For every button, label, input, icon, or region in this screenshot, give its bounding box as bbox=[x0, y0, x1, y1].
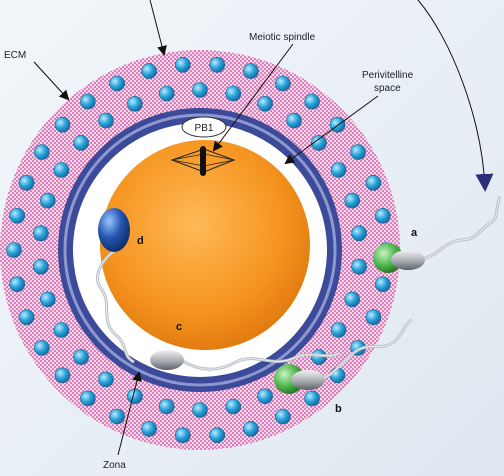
perivitelline-pointer bbox=[284, 95, 379, 165]
ecm-bead bbox=[374, 208, 391, 224]
sperm-a-head bbox=[391, 250, 425, 270]
ecm-bead bbox=[286, 112, 302, 129]
ecm-bead bbox=[54, 116, 71, 133]
ecm-bead bbox=[127, 96, 143, 112]
ecm-bead bbox=[98, 371, 114, 388]
ecm-bead bbox=[73, 135, 89, 151]
ecm-pointer bbox=[33, 61, 70, 101]
meiotic-spindle bbox=[170, 146, 236, 176]
ecm-bead bbox=[9, 276, 26, 293]
ecm-bead bbox=[257, 388, 273, 405]
meiotic-spindle-label: Meiotic spindle bbox=[249, 32, 316, 43]
ecm-bead bbox=[80, 93, 96, 110]
label-b: b bbox=[335, 403, 342, 415]
ecm-bead bbox=[33, 258, 49, 275]
label-d: d bbox=[137, 235, 144, 247]
ecm-bead bbox=[192, 402, 208, 418]
ecm-bead bbox=[98, 112, 114, 129]
sperm-c bbox=[150, 350, 341, 371]
ecm-bead bbox=[158, 398, 175, 415]
zona-inner-band bbox=[63, 113, 337, 387]
sperm-d-head bbox=[98, 208, 130, 252]
ecm-bead bbox=[53, 322, 70, 338]
ecm-bead bbox=[330, 162, 347, 178]
ecm-bead bbox=[54, 367, 71, 384]
ecm-bead bbox=[275, 408, 291, 425]
sperm-d bbox=[96, 208, 135, 364]
zona-pointer bbox=[117, 371, 142, 456]
polar-body-pb1 bbox=[181, 116, 227, 138]
top-pointer bbox=[149, 0, 167, 56]
ecm-bead bbox=[304, 390, 320, 407]
ecm-bead bbox=[243, 63, 259, 79]
ecm-bead bbox=[109, 408, 125, 425]
perivitelline-label-line1: Perivitelline bbox=[362, 70, 414, 81]
ecm-bead bbox=[344, 291, 361, 308]
ecm-bead bbox=[39, 291, 56, 308]
ecm-bead bbox=[225, 85, 242, 102]
ecm-bead bbox=[18, 309, 35, 326]
zona-label: Zona bbox=[103, 460, 126, 471]
ecm-bead bbox=[374, 276, 391, 293]
ecm-bead bbox=[243, 421, 259, 437]
ecm-bead bbox=[344, 192, 361, 209]
ecm-bead bbox=[158, 85, 175, 102]
ecm-bead bbox=[9, 208, 26, 224]
ecm-bead bbox=[175, 57, 191, 73]
ecm-bead bbox=[34, 340, 50, 356]
ecm-bead bbox=[6, 242, 22, 258]
label-a: a bbox=[411, 227, 418, 239]
ecm-bead bbox=[53, 162, 70, 178]
perivitelline-label-line2: space bbox=[374, 83, 401, 94]
navy-pointer bbox=[417, 0, 494, 192]
ecm-bead bbox=[304, 93, 320, 110]
pb1-label: PB1 bbox=[195, 123, 214, 134]
ecm-bead bbox=[18, 175, 35, 191]
ecm-bead bbox=[209, 57, 225, 73]
ecm-bead bbox=[209, 427, 225, 444]
ecm-beads bbox=[6, 57, 394, 444]
ecm-bead bbox=[192, 82, 208, 98]
ecm-bead bbox=[351, 225, 367, 242]
ecm-label: ECM bbox=[4, 50, 26, 61]
spindle-pointer bbox=[212, 43, 294, 152]
ecm-bead bbox=[33, 225, 49, 242]
ecm-bead bbox=[311, 135, 327, 151]
sperm-a bbox=[373, 195, 502, 273]
ecm-bead bbox=[311, 349, 327, 365]
ecm-bead bbox=[141, 421, 157, 437]
ecm-bead bbox=[73, 349, 89, 365]
sperm-b-head bbox=[291, 370, 325, 390]
ecm-bead bbox=[330, 322, 347, 338]
ecm-bead bbox=[329, 116, 346, 133]
ecm-bead bbox=[275, 75, 291, 92]
ecm-bead bbox=[109, 75, 125, 92]
oocyte bbox=[100, 140, 310, 350]
ecm-bead bbox=[350, 144, 366, 160]
ecm-bead bbox=[141, 63, 157, 79]
ecm-bead bbox=[351, 258, 367, 275]
sperm-c-head bbox=[150, 350, 184, 370]
ecm-bead bbox=[34, 144, 50, 160]
sperm-b bbox=[274, 318, 413, 394]
ecm-bead bbox=[329, 367, 346, 384]
label-c: c bbox=[176, 321, 182, 333]
ecm-bead bbox=[175, 427, 191, 444]
ecm-bead bbox=[257, 96, 273, 112]
ecm-bead bbox=[80, 390, 96, 407]
ecm-bead bbox=[365, 175, 382, 191]
ecm-bead bbox=[365, 309, 382, 326]
ecm-bead bbox=[39, 192, 56, 209]
ecm-bead bbox=[225, 398, 242, 415]
